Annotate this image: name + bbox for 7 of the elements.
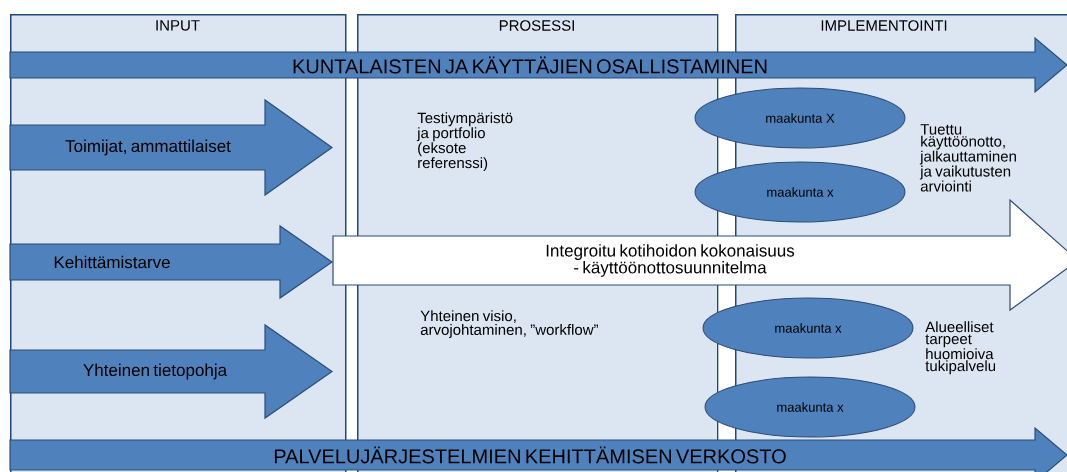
text-note: Alueelliset tarpeet huomioiva tukipalvelu <box>925 321 996 375</box>
pointed-banner: Toimijat, ammattilaiset <box>9 98 334 197</box>
text-note: Testiympäristö ja portfolio (eksote referenssi) <box>416 112 513 172</box>
text-note: Tuettu käyttöönotto, jalkauttaminen ja vaikutusten arviointi <box>919 124 1016 192</box>
text-note: Yhteinen visio, arvojohtaminen, ”workflow” <box>420 310 598 338</box>
pointed-banner: Yhteinen tietopohja <box>9 323 334 420</box>
pointed-banner: Kehittämistarve <box>9 224 334 300</box>
